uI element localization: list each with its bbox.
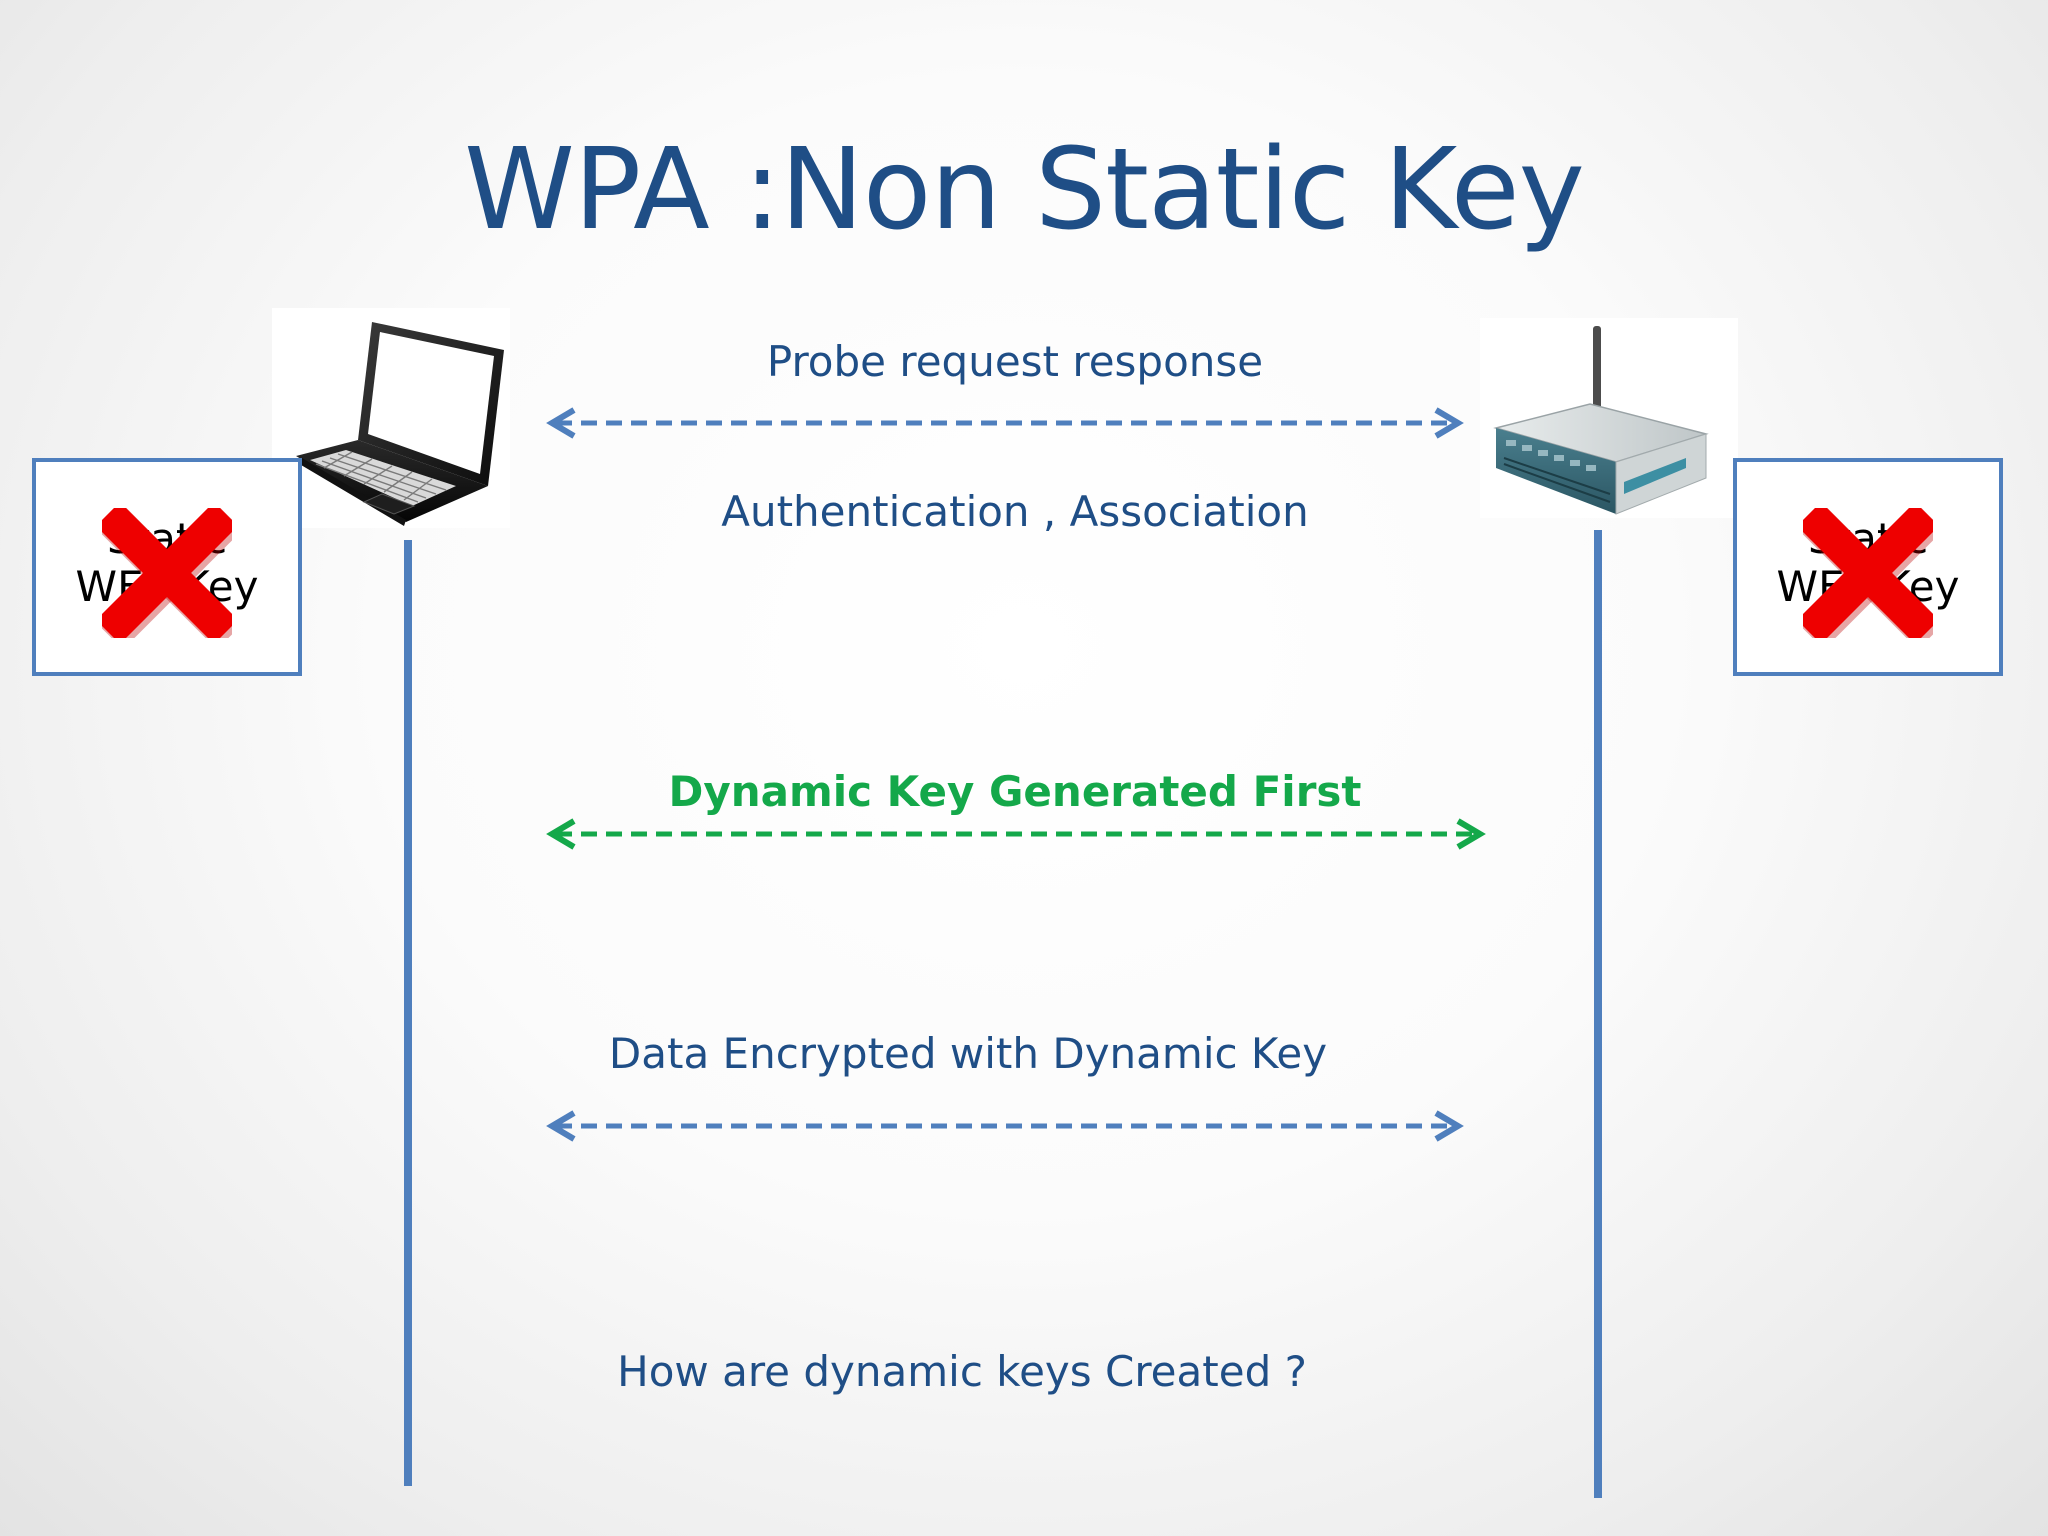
client-device — [272, 308, 510, 528]
client-lifeline — [404, 540, 412, 1486]
access-point-device — [1480, 318, 1738, 518]
message-how-keys-created: How are dynamic keys Created ? — [617, 1347, 1307, 1396]
arrow-dynamic-key — [546, 818, 1486, 850]
slide-title: WPA :Non Static Key — [464, 125, 1585, 255]
message-data-encrypted: Data Encrypted with Dynamic Key — [608, 1029, 1328, 1078]
red-x-icon — [1803, 508, 1933, 638]
access-point-static-wep-key-box: Static WEP Key — [1733, 458, 2003, 676]
client-static-wep-key-box: Static WEP Key — [32, 458, 302, 676]
message-dynamic-key-generated: Dynamic Key Generated First — [668, 767, 1362, 816]
arrow-probe-request — [546, 407, 1464, 439]
red-x-icon — [102, 508, 232, 638]
message-probe-request-response: Probe request response — [766, 337, 1264, 386]
message-authentication-association: Authentication , Association — [721, 487, 1309, 536]
arrow-data-encrypted — [546, 1110, 1464, 1142]
wireless-router-icon — [1493, 326, 1709, 515]
laptop-icon — [296, 322, 504, 526]
access-point-lifeline — [1594, 530, 1602, 1498]
